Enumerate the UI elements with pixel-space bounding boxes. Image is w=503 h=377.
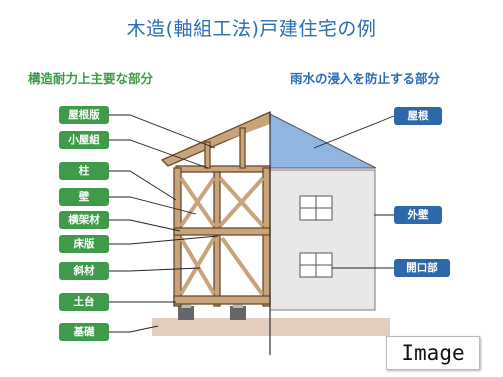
label-wall: 壁 — [59, 188, 109, 206]
label-column: 柱 — [59, 162, 109, 180]
diagram-title: 木造(軸組工法)戸建住宅の例 — [126, 18, 377, 40]
image-watermark: Image — [386, 336, 480, 370]
label-roof-truss: 小屋組 — [59, 131, 109, 149]
exterior-wall — [269, 169, 376, 311]
lower-window — [299, 252, 333, 278]
structural-leaders — [109, 114, 219, 333]
label-roof-board: 屋根版 — [59, 106, 109, 124]
structural-heading: 構造耐力上主要な部分 — [28, 71, 154, 86]
ground — [152, 318, 390, 336]
label-brace: 斜材 — [59, 262, 109, 280]
label-floor-board: 床版 — [59, 235, 109, 253]
label-exterior-wall: 外壁 — [394, 206, 442, 224]
label-opening: 開口部 — [394, 259, 450, 277]
label-foundation: 基礎 — [59, 323, 109, 341]
rain-leaders — [313, 115, 395, 269]
roof — [269, 113, 377, 169]
rain-heading: 雨水の浸入を防止する部分 — [290, 71, 441, 86]
label-beam: 横架材 — [59, 211, 109, 229]
timber-frame — [160, 110, 271, 307]
label-sill: 土台 — [59, 293, 109, 311]
label-roof: 屋根 — [394, 107, 442, 125]
upper-window — [299, 195, 333, 221]
